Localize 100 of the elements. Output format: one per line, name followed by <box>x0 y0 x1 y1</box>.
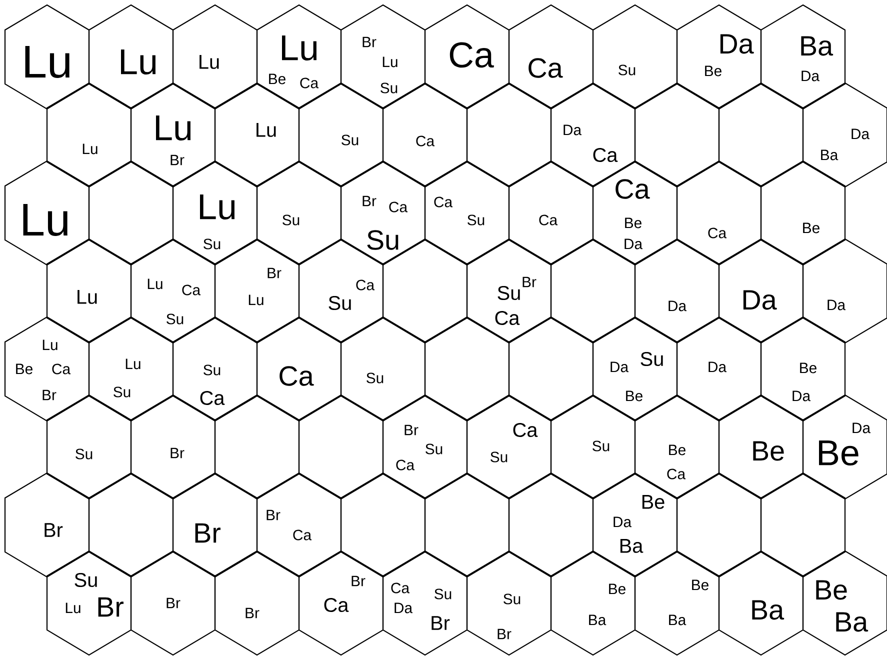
cell-label: Da <box>852 128 870 140</box>
hexagon-cell <box>508 160 594 266</box>
cell-label: Lu <box>282 35 317 60</box>
hexagon-cell <box>298 394 384 500</box>
hexagon-cell <box>718 82 804 188</box>
cell-label: Be <box>16 364 32 374</box>
cell-label: Su <box>204 364 220 376</box>
cell-label: Ca <box>416 136 435 146</box>
cell-label: Be <box>625 218 642 228</box>
hexagon-cell <box>424 4 510 110</box>
cell-label: Da <box>394 602 413 614</box>
cell-label: Da <box>610 362 629 372</box>
cell-label: Su <box>434 588 452 600</box>
cell-label: Ba <box>752 600 784 620</box>
cell-label: Su <box>640 352 663 366</box>
cell-label: Br <box>268 268 282 278</box>
hexagon-cell <box>466 394 552 500</box>
cell-label: Br <box>498 628 512 640</box>
cell-label: Lu <box>23 204 68 236</box>
cell-label: Br <box>44 523 63 537</box>
hexagon-cell <box>592 316 678 422</box>
hexagon-cell <box>130 550 216 656</box>
cell-label: Su <box>166 314 184 324</box>
hexagon-cell <box>424 472 510 578</box>
hexagon-cell <box>508 4 594 110</box>
cell-label: Br <box>170 154 184 166</box>
cell-label: Ca <box>324 598 349 612</box>
hexagon-cell <box>676 4 762 110</box>
hexagon-cell <box>466 82 552 188</box>
cell-label: Ca <box>52 364 71 374</box>
cell-label: Lu <box>248 294 264 306</box>
cell-label: Ca <box>391 582 410 594</box>
hexagon-cell <box>172 4 258 110</box>
cell-label: Su <box>282 214 300 226</box>
hexagon-cell <box>88 4 174 110</box>
hexagon-cell <box>592 4 678 110</box>
cell-label: Lu <box>25 46 70 78</box>
cell-label: Be <box>816 580 847 600</box>
cell-label: Da <box>614 516 632 528</box>
cell-label: Lu <box>256 123 276 137</box>
hexagon-cell <box>676 160 762 266</box>
cell-label: Be <box>269 74 286 84</box>
hexagon-cell <box>130 82 216 188</box>
cell-label: Su <box>74 572 97 588</box>
cell-label: Ba <box>801 36 834 56</box>
cell-label: Su <box>328 296 351 310</box>
cell-label: Ca <box>356 280 375 290</box>
cell-label: Br <box>362 36 376 48</box>
cell-label: Ca <box>182 284 201 296</box>
cell-label: Lu <box>42 340 58 350</box>
hexagon-cell <box>340 160 426 266</box>
cell-label: Su <box>342 134 358 146</box>
cell-label: Ca <box>667 468 686 480</box>
cell-label: Su <box>367 230 398 250</box>
cell-label: Da <box>792 390 811 402</box>
cell-label: Su <box>618 64 636 76</box>
hexagon-cell <box>802 238 887 344</box>
cell-label: Da <box>743 290 777 310</box>
cell-label: Da <box>802 70 820 82</box>
hexagon-cell <box>760 4 846 110</box>
cell-label: Br <box>246 608 260 618</box>
cell-label: Su <box>380 82 398 94</box>
cell-label: Da <box>668 300 687 312</box>
cell-label: Be <box>819 440 858 466</box>
cell-label: Su <box>468 214 484 226</box>
hexagon-cell <box>256 472 342 578</box>
cell-label: Su <box>490 452 508 462</box>
hexagon-cell <box>256 160 342 266</box>
cell-label: Br <box>352 576 366 586</box>
hexagon-cell <box>4 4 90 110</box>
hexagon-cell <box>340 316 426 422</box>
cell-label: Lu <box>66 602 80 614</box>
cell-label: Lu <box>200 194 235 220</box>
hexagon-cell <box>760 160 846 266</box>
cell-label: Ca <box>389 202 408 212</box>
hexagon-cell <box>718 550 804 656</box>
cell-label: Be <box>609 584 626 594</box>
cell-label: Ca <box>280 366 314 386</box>
cell-label: Be <box>692 580 708 590</box>
cell-label: Ca <box>434 196 453 208</box>
cell-label: Ba <box>589 614 606 626</box>
hexagon-cell <box>256 4 342 110</box>
cell-label: Ca <box>300 78 319 88</box>
hexagon-cell <box>46 550 132 656</box>
cell-label: Da <box>828 300 846 310</box>
cell-label: Ca <box>200 390 225 406</box>
hexagon-cell <box>340 4 426 110</box>
hexagon-cell <box>256 316 342 422</box>
cell-label: Br <box>195 523 220 543</box>
cell-label: Su <box>366 372 384 384</box>
cell-label: Ca <box>708 228 727 238</box>
cell-label: Be <box>626 390 642 402</box>
cell-label: Lu <box>156 115 191 140</box>
cell-label: Ca <box>495 310 520 326</box>
hexagon-cell <box>802 82 887 188</box>
cell-label: Ca <box>513 422 538 438</box>
hexagon-cell <box>4 160 90 266</box>
hexagon-cell <box>466 550 552 656</box>
cell-label: Ba <box>836 612 868 632</box>
cell-label: Lu <box>200 55 219 69</box>
